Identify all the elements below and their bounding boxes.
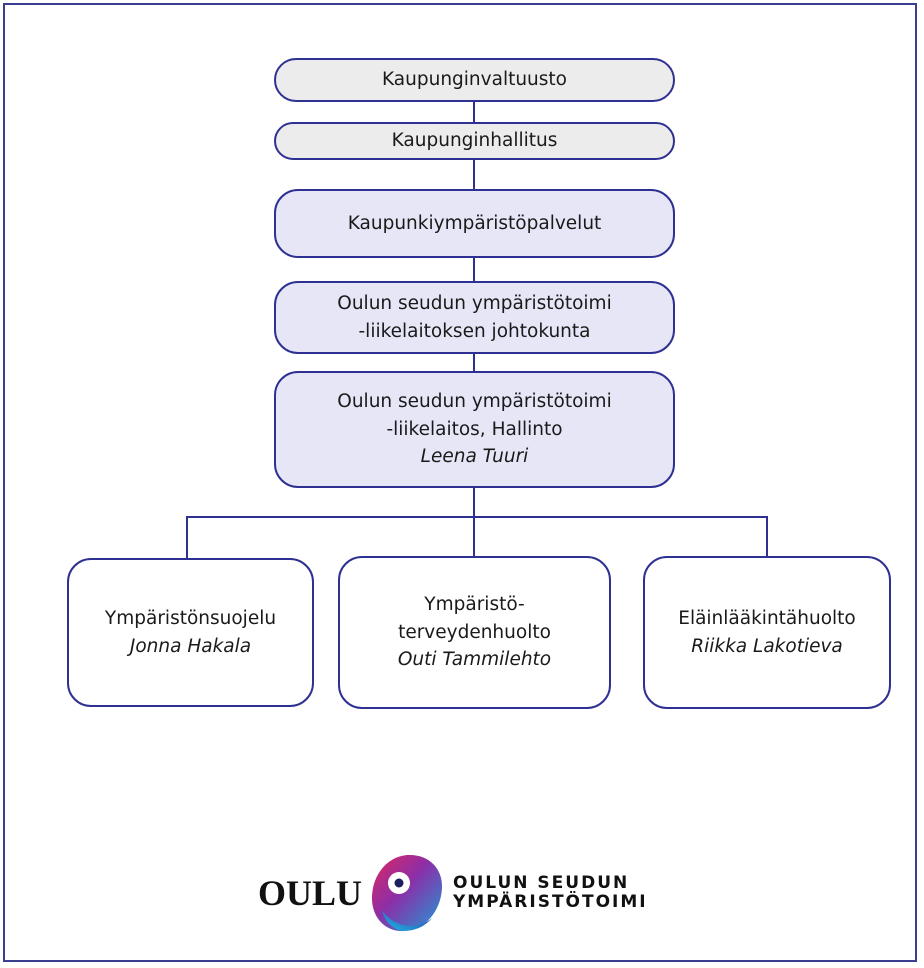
node-veterinary-care: Eläinlääkintähuolto Riikka Lakotieva — [643, 556, 891, 709]
connector-horizontal-bus — [186, 516, 768, 518]
connector-to-env-health — [473, 516, 475, 558]
connector-enterprise-board-admin — [473, 352, 475, 372]
node-person: Riikka Lakotieva — [691, 635, 843, 657]
footer-logos: OULU OULUN SEUDUN YMPÄRISTÖTOIMI — [258, 852, 678, 932]
node-city-board: Kaupunginhallitus — [274, 122, 675, 160]
enterprise-logo-line2: YMPÄRISTÖTOIMI — [453, 892, 648, 913]
node-label-line1: Ympäristö- — [424, 594, 525, 616]
node-label: Kaupunginhallitus — [391, 130, 558, 152]
node-label-line2: -liikelaitoksen johtokunta — [358, 320, 591, 342]
connector-board-services — [473, 158, 475, 190]
node-label: Ympäristönsuojelu — [104, 608, 277, 630]
node-person: Jonna Hakala — [129, 635, 252, 657]
enterprise-logo-icon — [371, 854, 443, 932]
node-person: Leena Tuuri — [420, 446, 529, 468]
node-environmental-health: Ympäristö- terveydenhuolto Outi Tammileh… — [338, 556, 611, 709]
node-enterprise-board: Oulun seudun ympäristötoimi -liikelaitok… — [274, 281, 675, 354]
node-label-line1: Oulun seudun ympäristötoimi — [337, 391, 612, 413]
connector-council-board — [473, 100, 475, 124]
enterprise-logo-line1: OULUN SEUDUN — [453, 873, 630, 893]
node-label: Eläinlääkintähuolto — [678, 608, 856, 630]
node-enterprise-administration: Oulun seudun ympäristötoimi -liikelaitos… — [274, 371, 675, 488]
node-environmental-protection: Ympäristönsuojelu Jonna Hakala — [67, 558, 314, 707]
node-label-line1: Oulun seudun ympäristötoimi — [337, 293, 612, 315]
node-label-line2: terveydenhuolto — [398, 621, 551, 643]
oulu-logo: OULU — [258, 873, 363, 913]
node-label-line2: -liikelaitos, Hallinto — [386, 418, 563, 440]
node-city-council: Kaupunginvaltuusto — [274, 58, 675, 102]
node-person: Outi Tammilehto — [397, 649, 552, 671]
connector-to-env-protection — [186, 516, 188, 560]
enterprise-logo-text: OULUN SEUDUN YMPÄRISTÖTOIMI — [453, 873, 648, 913]
page-frame — [3, 3, 917, 962]
node-urban-environment-services: Kaupunkiympäristöpalvelut — [274, 189, 675, 258]
node-label: Kaupunkiympäristöpalvelut — [347, 212, 602, 234]
connector-to-veterinary — [766, 516, 768, 558]
connector-services-enterprise-board — [473, 256, 475, 282]
connector-admin-trunk — [473, 486, 475, 518]
node-label: Kaupunginvaltuusto — [381, 69, 567, 91]
